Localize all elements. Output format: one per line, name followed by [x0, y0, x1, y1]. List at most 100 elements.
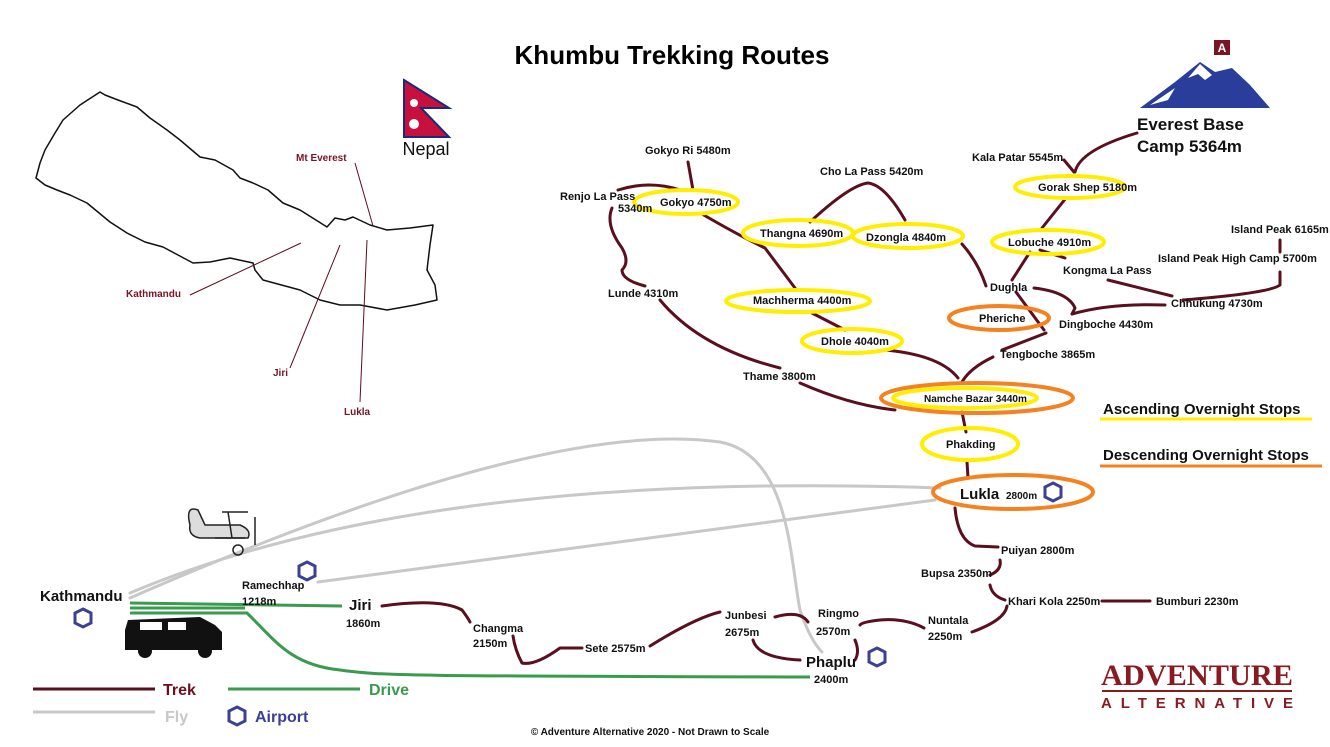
leader-line: [359, 239, 368, 403]
brand-line1: ADVENTURE: [1101, 659, 1293, 692]
place-label: 2400m: [814, 674, 848, 686]
nepal-outline: [35, 91, 438, 311]
place-label-jiri: Jiri: [349, 597, 372, 614]
overnight-stops: [632, 174, 1127, 511]
place-label: Bumburi 2230m: [1156, 596, 1239, 608]
place-label: 2250m: [928, 631, 962, 643]
place-label-phaplu: Phaplu: [806, 654, 856, 671]
place-label: Dughla: [990, 282, 1028, 294]
airport-icon: [73, 607, 93, 629]
drive-routes: [129, 601, 811, 679]
place-label: 1218m: [242, 596, 276, 608]
place-label: Puiyan 2800m: [1001, 545, 1075, 557]
place-label-lukla: Lukla: [960, 486, 1000, 503]
overnight-stop-legend: Ascending Overnight Stops Descending Ove…: [1100, 401, 1322, 468]
place-label: Dzongla 4840m: [866, 232, 946, 244]
descending-stop-pheriche: [947, 304, 1051, 332]
ascending-stops-label: Ascending Overnight Stops: [1103, 401, 1301, 418]
place-label: Dhole 4040m: [821, 336, 889, 348]
legend-drive-label: Drive: [369, 682, 409, 699]
airport-icon: [867, 646, 887, 668]
inset-label-everest: Mt Everest: [296, 153, 347, 164]
place-label: 2800m: [1006, 491, 1037, 502]
place-label: 2675m: [725, 627, 759, 639]
fly-routes: [128, 437, 942, 654]
place-label: Ramechhap: [242, 580, 305, 592]
place-label: Thangna 4690m: [760, 228, 843, 240]
ascending-stop-gorak-shep: [1013, 174, 1127, 200]
place-label: Gokyo Ri 5480m: [645, 145, 731, 157]
place-label: Phakding: [946, 439, 996, 451]
map-title: Khumbu Trekking Routes: [515, 40, 830, 70]
place-label: Changma: [473, 623, 524, 635]
place-label: Kongma La Pass: [1063, 265, 1152, 277]
drive-route-phaplu: [130, 611, 811, 679]
place-label: Sete 2575m: [585, 643, 646, 655]
ascending-stop-dzongla: [851, 222, 965, 250]
brand-line2: ALTERNATIVE: [1101, 695, 1293, 712]
ascending-stop-dhole: [800, 327, 904, 355]
place-label: Pheriche: [979, 313, 1025, 325]
ascending-stop-gokyo: [632, 188, 740, 216]
place-label-ebc: Camp 5364m: [1137, 137, 1242, 156]
inset-country-label: Nepal: [402, 139, 449, 159]
trek-routes: [380, 131, 1282, 665]
place-label: 1860m: [346, 618, 380, 630]
legend-trek-label: Trek: [163, 682, 196, 699]
place-label: 2570m: [816, 626, 850, 638]
place-label: Lunde 4310m: [608, 288, 679, 300]
brand-badge-letter: A: [1218, 41, 1227, 55]
place-label: Nuntala: [928, 615, 969, 627]
ascending-stop-machherma: [724, 288, 872, 314]
place-label: Dingboche 4430m: [1059, 319, 1153, 331]
place-label: Island Peak High Camp 5700m: [1158, 253, 1317, 265]
place-label: Kala Patar 5545m: [972, 152, 1063, 164]
biplane-icon: [187, 508, 256, 556]
nepal-inset-map: Mt Everest Kathmandu Jiri Lukla Nepal: [35, 78, 453, 418]
place-labels: Gokyo Ri 5480m Renjo La Pass 5340m Gokyo…: [40, 115, 1329, 686]
place-label: Namche Bazar 3440m: [924, 394, 1027, 405]
place-label: Tengboche 3865m: [1000, 349, 1095, 361]
copyright-notice: © Adventure Alternative 2020 - Not Drawn…: [531, 727, 770, 738]
route-legend: Trek Drive Fly Airport: [33, 682, 409, 727]
legend-fly-label: Fly: [165, 709, 188, 726]
jeep-icon: [125, 617, 222, 658]
place-label: Khari Kola 2250m: [1008, 596, 1101, 608]
leader-line: [289, 244, 341, 369]
ascending-stop-namche: [891, 386, 1039, 410]
everest-mountain-icon: A: [1140, 40, 1270, 108]
inset-label-lukla: Lukla: [344, 407, 371, 418]
place-label-kathmandu: Kathmandu: [40, 588, 123, 605]
airport-icon: [1043, 481, 1063, 503]
place-label: Gorak Shep 5180m: [1038, 182, 1137, 194]
inset-label-jiri: Jiri: [273, 368, 288, 379]
place-label: Ringmo: [818, 608, 859, 620]
place-label: 5340m: [618, 203, 652, 215]
place-label: Lobuche 4910m: [1008, 237, 1091, 249]
airports: [73, 481, 1063, 668]
leader-line: [354, 162, 374, 227]
ascending-stop-lobuche: [990, 228, 1106, 256]
fly-route-kathmandu-phaplu: [128, 437, 824, 654]
legend-airport-label: Airport: [255, 709, 309, 726]
airport-icon: [297, 560, 317, 582]
descending-stop-namche: [879, 381, 1075, 415]
drive-route-jiri: [129, 601, 343, 608]
place-label: Gokyo 4750m: [660, 197, 732, 209]
place-label: Junbesi: [725, 610, 767, 622]
place-label: Cho La Pass 5420m: [820, 166, 924, 178]
place-label: Machherma 4400m: [753, 295, 852, 307]
place-label: Chhukung 4730m: [1171, 298, 1263, 310]
place-label-ebc: Everest Base: [1137, 115, 1244, 134]
inset-label-kathmandu: Kathmandu: [126, 289, 181, 300]
fly-route-kathmandu-lukla: [128, 484, 942, 595]
descending-stop-lukla: [931, 473, 1095, 511]
place-label: Bupsa 2350m: [921, 568, 992, 580]
place-label: Renjo La Pass: [560, 191, 635, 203]
ascending-stop-phakding: [920, 426, 1020, 462]
airport-icon: [227, 705, 247, 727]
adventure-alternative-logo: ADVENTURE ALTERNATIVE: [1101, 659, 1293, 712]
place-label: Thame 3800m: [743, 371, 816, 383]
